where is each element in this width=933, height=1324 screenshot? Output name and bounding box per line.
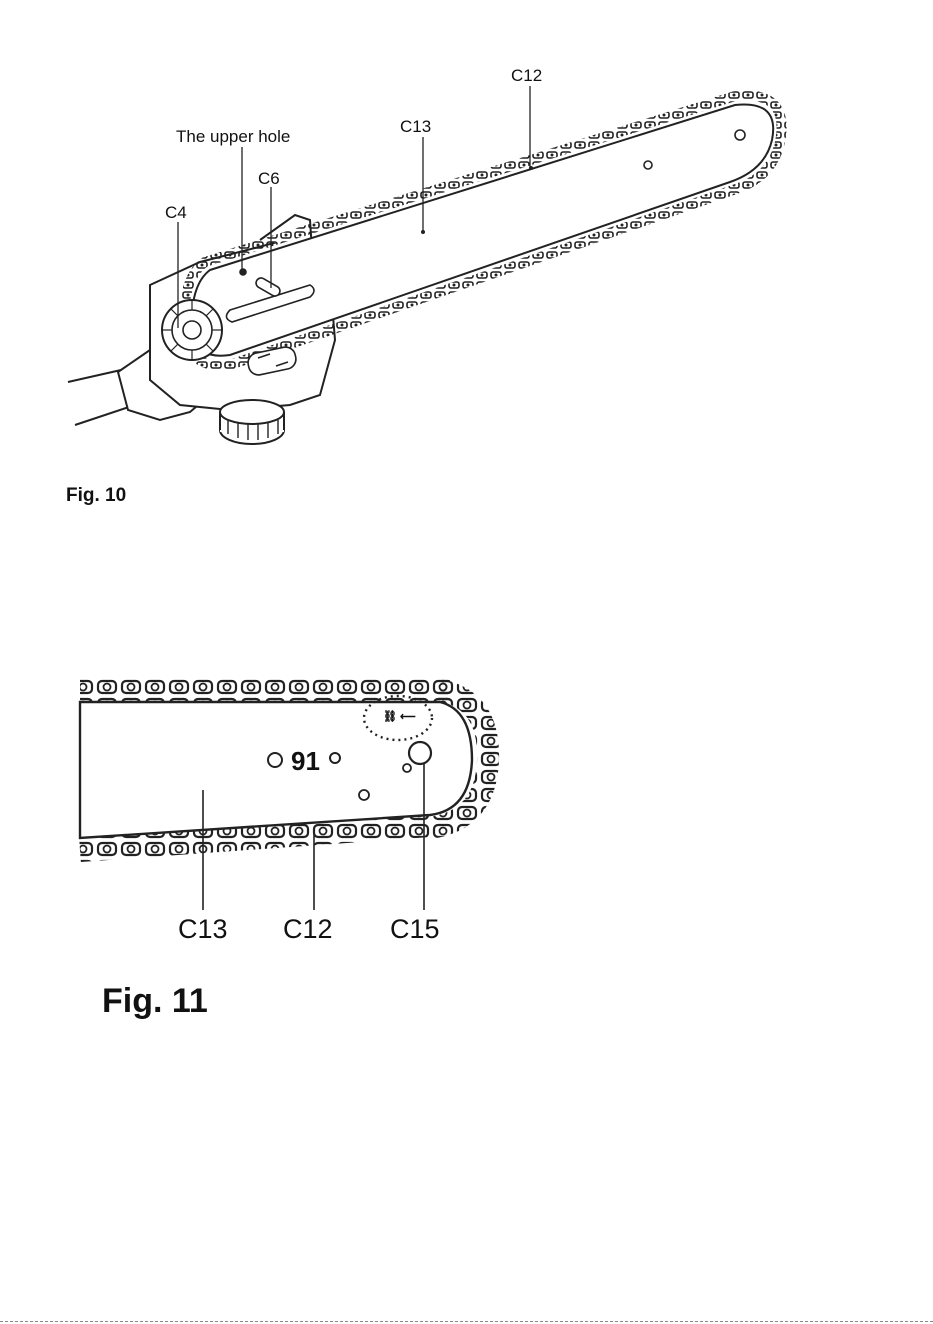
label-c12: C12 (511, 66, 542, 85)
bar-number: 91 (291, 746, 320, 776)
figure-11-guide-bar-detail: ⛓ ⟵ 91 C13 C12 C15 (0, 660, 933, 960)
tension-knob (220, 400, 284, 444)
label-c4: C4 (165, 203, 187, 222)
figure-11-caption: Fig. 11 (102, 982, 208, 1021)
label-c6: C6 (258, 169, 280, 188)
bar-hole-c15 (409, 742, 431, 764)
bar-hole-right (330, 753, 340, 763)
page-bottom-rule (0, 1321, 933, 1322)
label-c15: C15 (390, 914, 440, 944)
label-upper-hole: The upper hole (176, 127, 290, 146)
sprocket-cover-c4 (162, 300, 222, 360)
label-c12: C12 (283, 914, 333, 944)
label-c13: C13 (178, 914, 228, 944)
bar-hole-small-1 (403, 764, 411, 772)
figure-10-caption: Fig. 10 (66, 485, 126, 507)
bar-hole-small-2 (359, 790, 369, 800)
chain-symbol-icon: ⛓ ⟵ (383, 710, 416, 723)
figure-10-chainsaw-illustration: The upper hole C4 C6 C13 C12 (0, 0, 933, 470)
chain-top-row-c12 (80, 678, 450, 702)
bar-hole-left (268, 753, 282, 767)
label-c13: C13 (400, 117, 431, 136)
